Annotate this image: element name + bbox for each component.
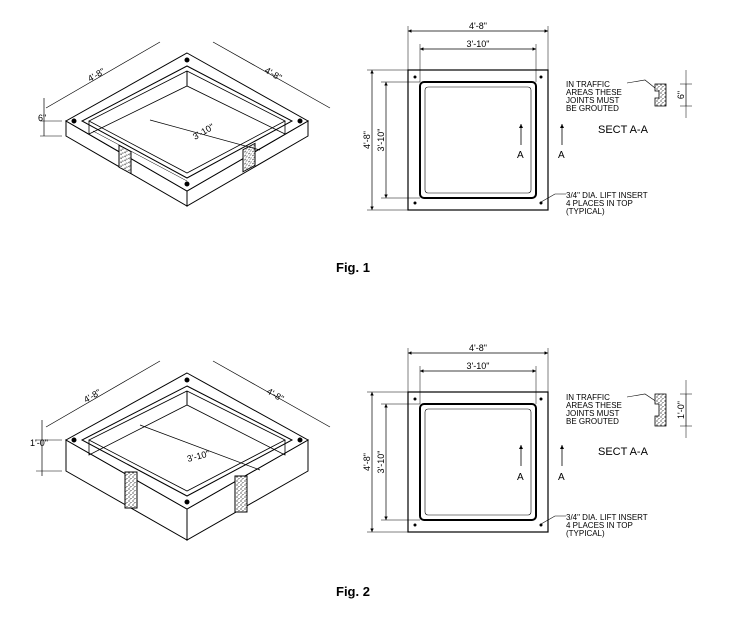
iso-dim-height: 1'-0" [30,438,48,448]
plan-inner-width: 3'-10" [467,361,490,371]
iso-joint-left [118,144,132,175]
iso-dim-left: 4'-8" [86,66,107,84]
grout-note-line: AREAS THESE [566,88,622,97]
plan-inner-height: 3'-10" [376,129,386,152]
lift-insert-dot [184,377,190,383]
iso-dim-line-left [45,41,161,109]
plan-view [367,348,661,533]
lift-insert-dot [539,523,543,527]
lift-insert-dot [184,499,190,505]
iso-view [36,360,331,541]
plan-inner-2 [424,408,532,516]
iso-dim-height: 6" [38,113,46,123]
plan-outer-width: 4'-8" [469,21,487,31]
figure-caption-2: Fig. 2 [336,584,370,599]
plan-inner-2 [424,86,532,194]
cut-label-left: A [517,150,524,161]
iso-dim-line-inner [139,424,261,471]
iso-top-outer [64,52,310,192]
lift-note-line: 4 PLACES IN TOP [566,199,633,208]
plan-inner [419,81,537,199]
cut-label-right: A [558,472,565,483]
section-dim: 6" [676,91,686,99]
plan-outer [407,69,549,211]
section-title: SECT A-A [598,124,649,136]
iso-dim-line-right [212,41,331,109]
iso-view [40,41,331,207]
iso-joint-right [242,142,256,173]
plan-inner [419,403,537,521]
plan-inner-width: 3'-10" [467,39,490,49]
iso-dim-line-inner [149,119,261,151]
lift-insert-dot [71,437,77,443]
plan-outer [407,391,549,533]
iso-top-inner [80,65,294,179]
iso-joint-right [234,475,248,513]
grout-note-line: JOINTS MUST [566,409,619,418]
iso-top-outer [64,372,310,510]
lift-insert-dot [413,397,417,401]
lift-note-line: 3/4" DIA. LIFT INSERT [566,513,648,522]
iso-top-inner-2 [88,70,286,174]
grout-note-line: IN TRAFFIC [566,80,610,89]
lift-note-line: (TYPICAL) [566,529,605,538]
iso-top-inner [80,385,294,497]
plan-outer-width: 4'-8" [469,343,487,353]
figure-2: 4'-8" 4'-8" 3'-10" 1'-0" [30,343,692,541]
plan-outer-height: 4'-8" [362,131,372,149]
section-detail [654,70,692,118]
plan-inner-height: 3'-10" [376,451,386,474]
grout-note-line: BE GROUTED [566,104,619,113]
lift-insert-dot [413,75,417,79]
lift-note-line: 3/4" DIA. LIFT INSERT [566,191,648,200]
cut-label-right: A [558,150,565,161]
iso-top-inner-2 [88,390,286,492]
plan-outer-height: 4'-8" [362,453,372,471]
lift-insert-dot [184,57,190,63]
plan-view [367,26,661,211]
section-profile [654,83,667,107]
lift-insert-dot [539,75,543,79]
iso-dim-left: 4'-8" [82,387,103,405]
figure-caption-1: Fig. 1 [336,260,370,275]
section-profile [654,393,667,427]
grout-note-line: AREAS THESE [566,401,622,410]
lift-insert-dot [539,397,543,401]
lift-insert-dot [413,201,417,205]
iso-dim-line-right [212,360,331,428]
lift-insert-dot [297,437,303,443]
lift-note-line: (TYPICAL) [566,207,605,216]
grout-note-line: JOINTS MUST [566,96,619,105]
lift-insert-dot [71,118,77,124]
grout-note-line: IN TRAFFIC [566,393,610,402]
cut-label-left: A [517,472,524,483]
lift-note-line: 4 PLACES IN TOP [566,521,633,530]
iso-dim-right: 4'-8" [265,386,286,404]
section-detail [654,380,692,438]
lift-insert-dot [184,181,190,187]
iso-joint-left [124,471,138,509]
grout-note-line: BE GROUTED [566,417,619,426]
iso-dim-line-left [45,360,161,428]
lift-insert-dot [297,118,303,124]
lift-leader [540,193,566,203]
iso-inner-floor-edge [92,130,188,182]
section-dim: 1'-0" [676,401,686,419]
section-title: SECT A-A [598,446,649,458]
lift-insert-dot [413,523,417,527]
lift-leader [540,515,566,525]
lift-insert-dot [539,201,543,205]
figure-1: 4'-8" 4'-8" 3'-10" 6" [38,21,692,216]
